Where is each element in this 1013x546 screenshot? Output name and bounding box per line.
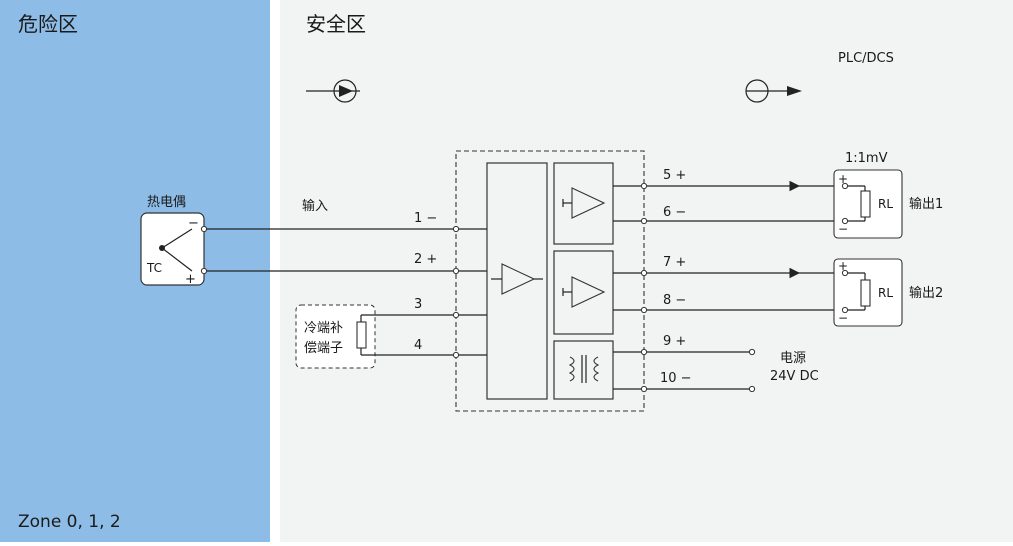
input-direction-icon: [306, 79, 360, 103]
output-amplifier-1: [553, 162, 614, 245]
output-load-1: [833, 169, 903, 239]
module-terminal-6: [640, 217, 648, 225]
power-transformer-block: [553, 340, 614, 400]
load-1-terminal-minus: [841, 217, 849, 225]
thermocouple-title: 热电偶: [147, 195, 186, 210]
thermocouple-type-label: TC: [146, 261, 162, 275]
load-1-minus: −: [838, 222, 848, 236]
load-2-terminal-minus: [841, 306, 849, 314]
terminal-label: 6 −: [663, 205, 686, 220]
power-voltage-label: 24V DC: [770, 369, 819, 384]
module-terminal-4: [452, 351, 460, 359]
thermocouple-plus: +: [185, 272, 196, 287]
module-terminal-7: [640, 269, 648, 277]
module-terminal-5: [640, 182, 648, 190]
output-load-2: [833, 258, 903, 327]
module-terminal-10: [640, 385, 648, 393]
terminal-label: 5 +: [663, 168, 686, 183]
zone-classification-label: Zone 0, 1, 2: [18, 512, 121, 532]
output-amplifier-2: [553, 250, 614, 335]
cjc-label-line2: 偿端子: [304, 341, 343, 356]
power-label: 电源: [780, 351, 806, 366]
hazardous-zone-title: 危险区: [18, 12, 78, 36]
input-wires: [204, 228, 487, 356]
terminal-label: 9 +: [663, 334, 686, 349]
load-1-resistor-label: RL: [878, 197, 893, 211]
power-terminal-plus: [748, 348, 756, 356]
thermocouple-minus: −: [188, 216, 199, 231]
plc-dcs-label: PLC/DCS: [838, 51, 894, 66]
load-2-minus: −: [838, 311, 848, 325]
safe-zone-title: 安全区: [306, 12, 366, 36]
module-terminal-9: [640, 348, 648, 356]
terminal-label: 2 +: [414, 252, 437, 267]
sensor-terminal-plus: [200, 267, 208, 275]
thermocouple-icon: [140, 212, 205, 286]
terminal-label: 10 −: [660, 371, 692, 386]
load-2-resistor-label: RL: [878, 286, 893, 300]
load-2-plus: +: [838, 259, 848, 273]
input-label: 输入: [302, 198, 328, 214]
terminal-label: 3: [414, 297, 422, 312]
cjc-block: [295, 304, 376, 369]
ratio-label: 1:1mV: [845, 151, 888, 166]
terminal-label: 4: [414, 338, 422, 353]
output-2-label: 输出2: [909, 285, 943, 301]
terminal-label: 8 −: [663, 293, 686, 308]
sensor-terminal-minus: [200, 225, 208, 233]
load-1-terminal-plus: [841, 182, 849, 190]
cjc-label-line1: 冷端补: [304, 321, 343, 336]
load-1-plus: +: [838, 172, 848, 186]
terminal-label: 7 +: [663, 255, 686, 270]
power-terminal-minus: [748, 385, 756, 393]
module-terminal-1: [452, 225, 460, 233]
output-direction-icon: [745, 79, 802, 103]
module-terminal-2: [452, 267, 460, 275]
module-terminal-3: [452, 311, 460, 319]
output-1-label: 输出1: [909, 196, 943, 212]
terminal-label: 1 −: [414, 211, 437, 226]
load-2-terminal-plus: [841, 269, 849, 277]
input-amplifier-block: [486, 162, 548, 400]
module-terminal-8: [640, 306, 648, 314]
